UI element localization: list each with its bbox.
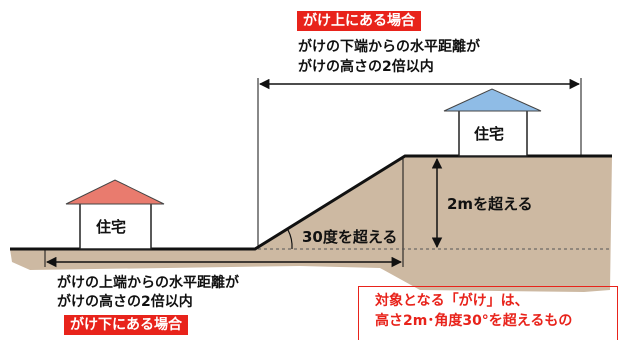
note-line2: 高さ2m･角度30°を超えるもの — [375, 313, 573, 329]
note-line1: 対象となる「がけ」は、 — [375, 293, 529, 309]
lower-rule-line2: がけの高さの2倍以内 — [57, 294, 193, 310]
angle-arc — [287, 229, 293, 250]
house-upper-label: 住宅 — [474, 125, 505, 143]
upper-rule-line1: がけの下端からの水平距離が — [298, 39, 480, 55]
house-upper — [443, 88, 542, 157]
house-lower-label: 住宅 — [96, 218, 127, 236]
target-cliff-note: 対象となる「がけ」は、 高さ2m･角度30°を超えるもの — [358, 286, 618, 340]
upper-rule-line2: がけの高さの2倍以内 — [298, 59, 434, 75]
roof-lower — [65, 179, 165, 205]
roof-upper — [443, 88, 542, 112]
lower-case-tag: がけ下にある場合 — [64, 315, 188, 335]
house-lower — [65, 179, 165, 250]
upper-case-tag: がけ上にある場合 — [297, 11, 421, 31]
height-label: 2mを超える — [447, 195, 533, 213]
angle-label: 30度を超える — [302, 228, 398, 246]
lower-rule-line1: がけの上端からの水平距離が — [57, 275, 239, 291]
